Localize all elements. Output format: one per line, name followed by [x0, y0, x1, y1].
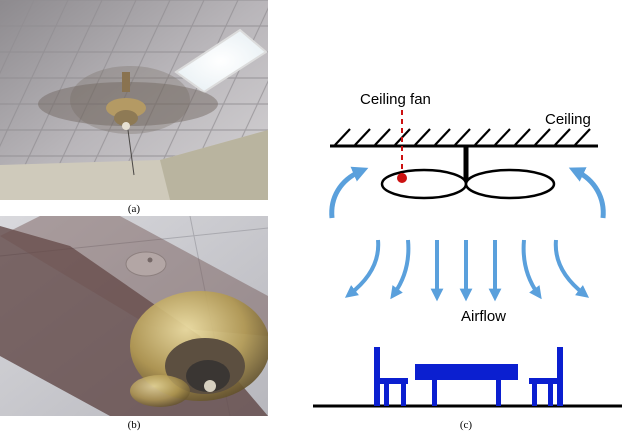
table — [415, 364, 518, 406]
airflow-arrow-7 — [553, 239, 590, 298]
caption-c: (c) — [459, 419, 473, 431]
airflow-arrows-down — [344, 239, 590, 302]
airflow-arrow-2 — [390, 239, 411, 300]
fan-blade-left — [380, 168, 468, 200]
caption-a: (a) — [127, 203, 141, 215]
fan-marker-dot — [397, 173, 407, 183]
photo-a-image — [0, 0, 268, 200]
label-ceiling-fan: Ceiling fan — [360, 91, 431, 108]
chair-left — [374, 347, 408, 406]
photo-b-image — [0, 216, 268, 416]
airflow-arrow-1 — [344, 239, 381, 298]
ceiling-hatching — [334, 128, 591, 146]
label-airflow: Airflow — [461, 308, 506, 325]
photo-b — [0, 216, 268, 416]
airflow-arrow-up-left — [329, 166, 369, 219]
airflow-arrow-6 — [521, 239, 542, 300]
fan-blade-right — [464, 168, 556, 200]
diagram-c-svg: Ceiling fan Ceiling Airflow — [313, 91, 622, 408]
airflow-arrow-up-right — [568, 167, 606, 219]
photo-a — [0, 0, 268, 200]
caption-b: (b) — [127, 419, 141, 431]
label-ceiling: Ceiling — [545, 111, 591, 128]
chair-right — [529, 347, 563, 406]
diagram-c: Ceiling fan Ceiling Airflow — [300, 60, 624, 418]
